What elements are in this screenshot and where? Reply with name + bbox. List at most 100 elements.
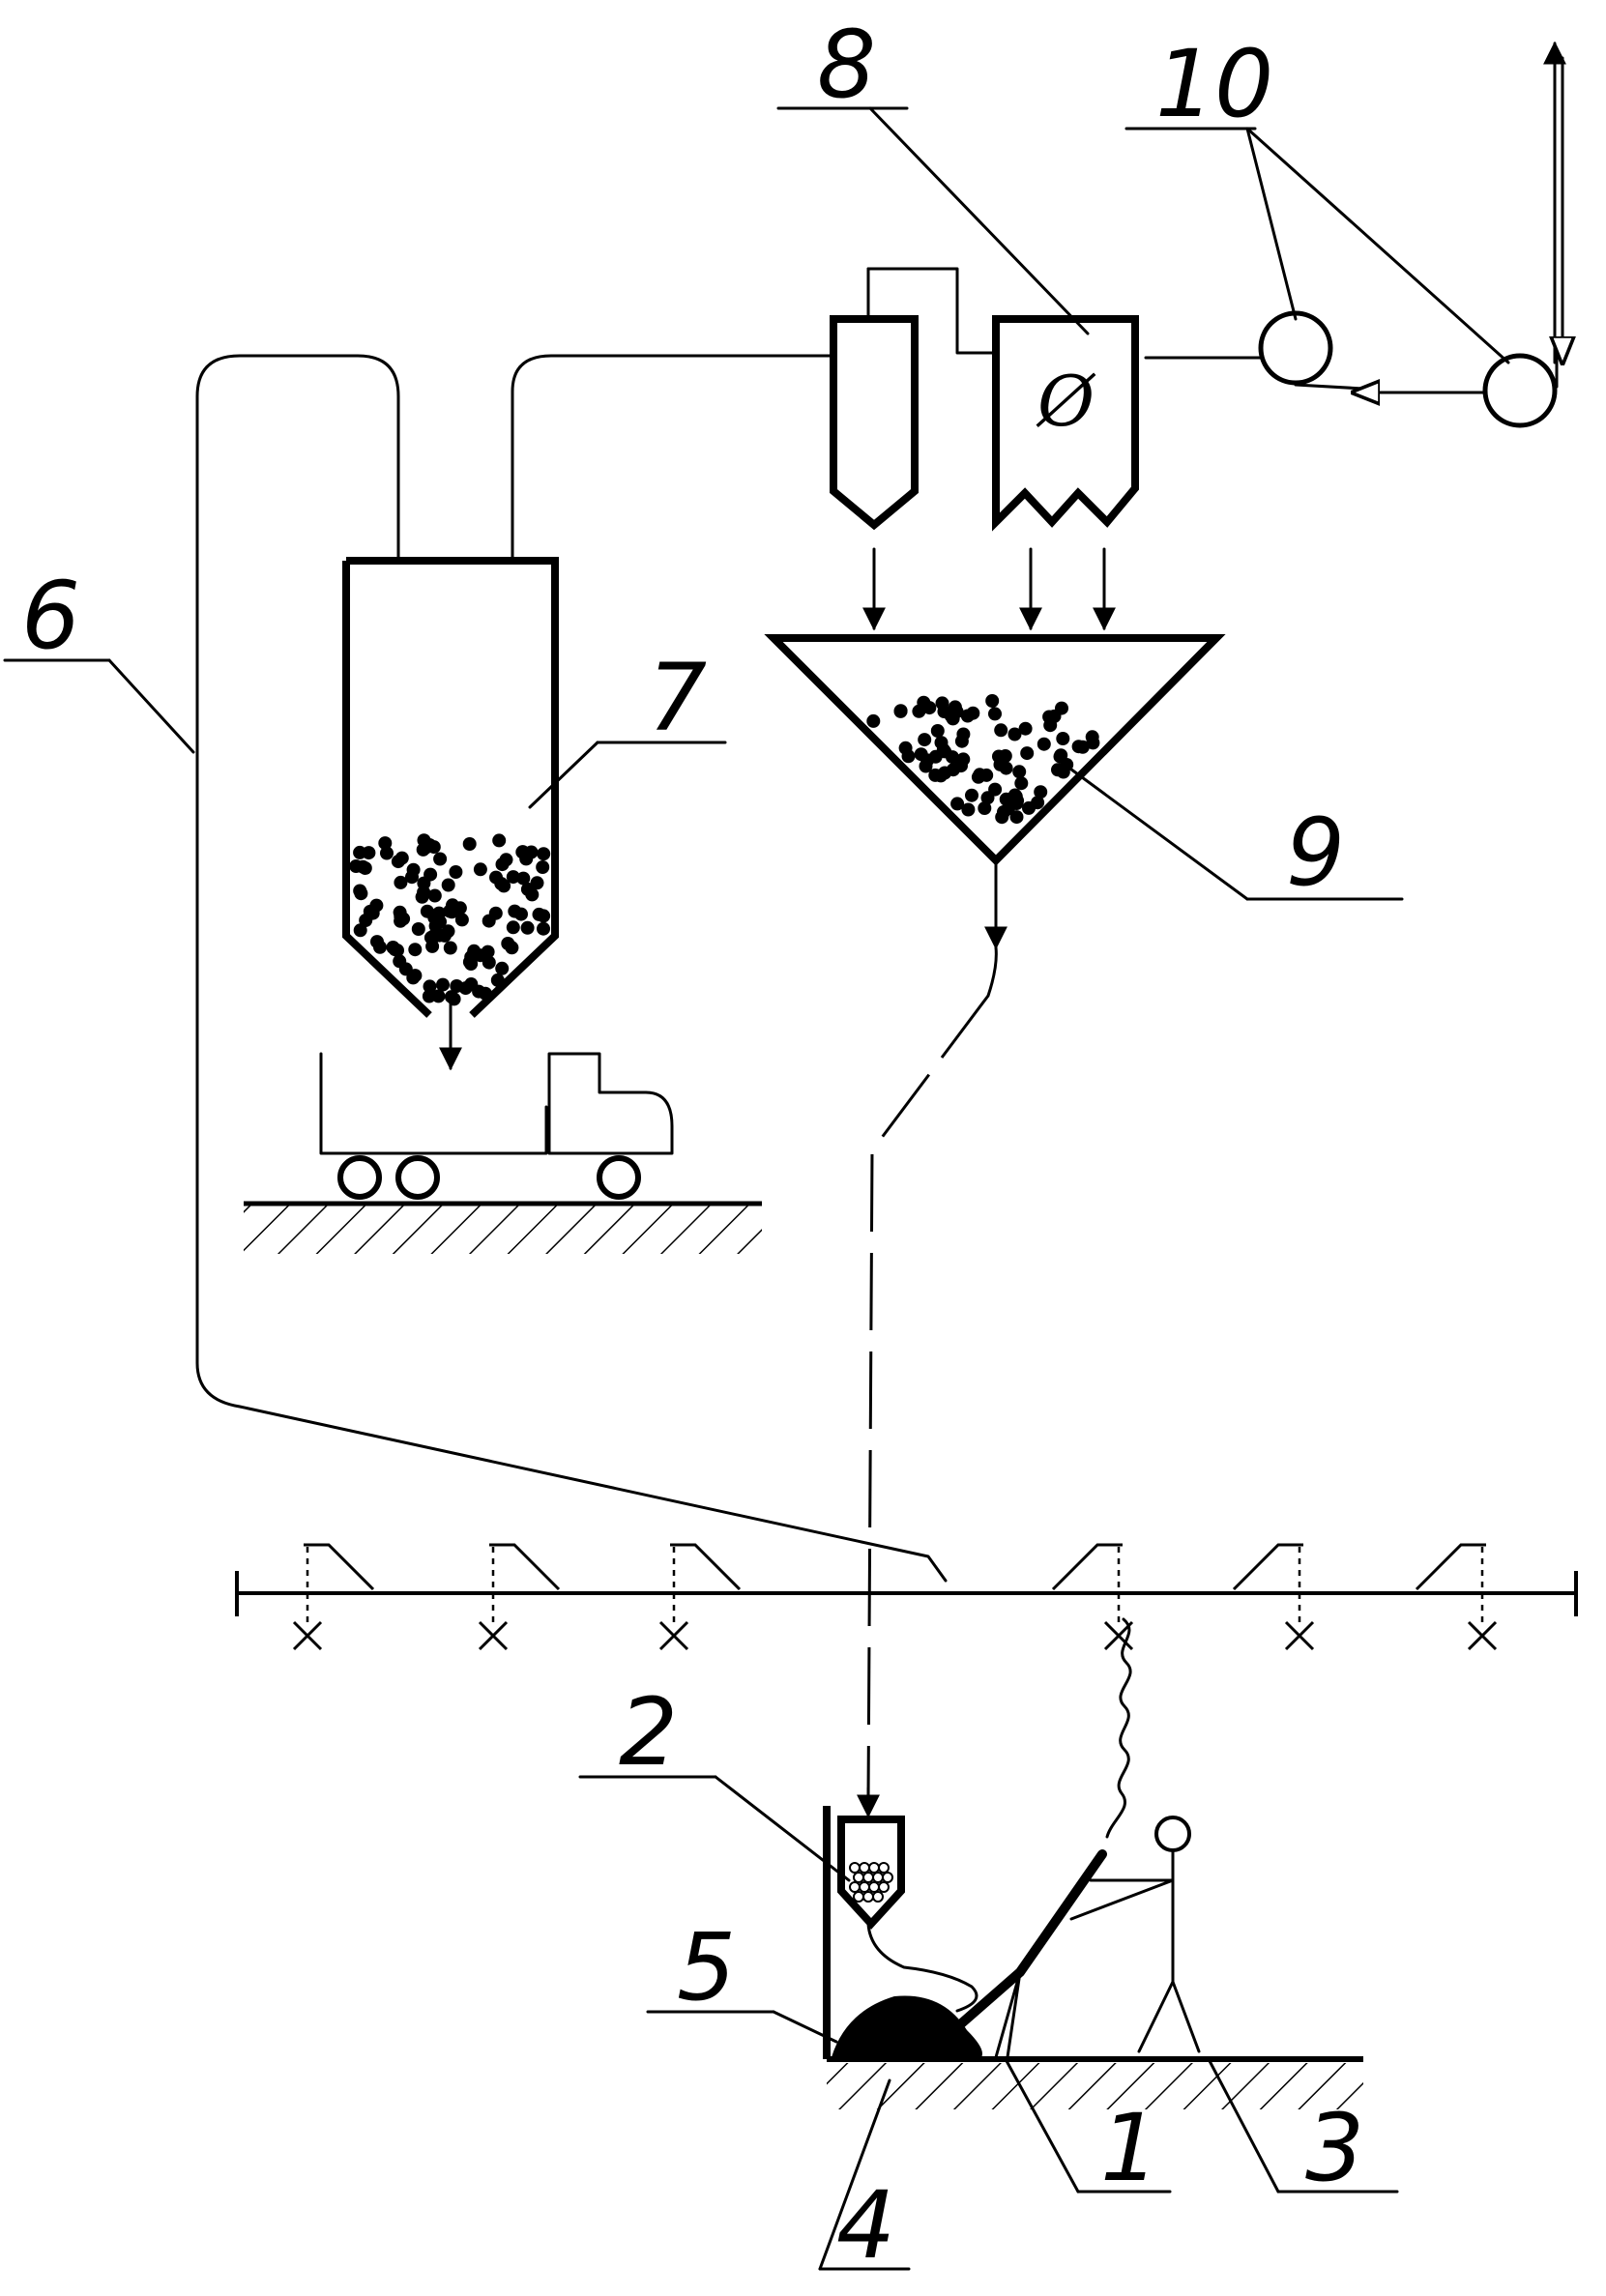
- granule: [931, 724, 945, 738]
- granule: [521, 921, 535, 935]
- label-7: 7: [648, 644, 707, 752]
- fan-10b: [1485, 354, 1557, 425]
- granule: [433, 853, 447, 866]
- granule: [407, 863, 421, 877]
- granule: [1043, 718, 1057, 732]
- post-nozzle: [304, 1545, 373, 1589]
- granule: [1012, 765, 1026, 778]
- granule: [854, 1892, 863, 1902]
- granule: [514, 908, 528, 921]
- granule: [507, 920, 520, 934]
- granule: [482, 956, 496, 970]
- granule: [408, 969, 422, 982]
- post-nozzle: [1053, 1545, 1123, 1589]
- granule: [537, 909, 550, 922]
- granule: [945, 708, 958, 721]
- granule: [519, 852, 533, 865]
- granule: [854, 1873, 863, 1882]
- granule: [918, 733, 931, 746]
- granule: [436, 978, 450, 992]
- granule: [869, 1863, 879, 1873]
- granule: [349, 859, 363, 873]
- granule: [978, 801, 991, 815]
- silo-granules: [349, 833, 550, 1005]
- granule: [850, 1882, 860, 1892]
- granule: [988, 707, 1002, 720]
- granule: [507, 870, 520, 884]
- granule: [501, 937, 514, 950]
- label-8: 8: [817, 11, 876, 119]
- supply-cable: [1107, 1619, 1130, 1837]
- granule: [1008, 789, 1022, 802]
- granule: [396, 912, 410, 925]
- granule: [894, 704, 908, 717]
- granule: [500, 853, 513, 866]
- granule: [536, 860, 549, 874]
- granule: [1056, 732, 1069, 745]
- granule: [1020, 746, 1034, 760]
- granule: [966, 707, 979, 720]
- bag-filter-8: Ø: [996, 319, 1135, 522]
- ground-under-truck: [244, 1204, 762, 1254]
- granule: [879, 1863, 889, 1873]
- granule: [492, 833, 506, 847]
- granule: [417, 877, 430, 890]
- transport-path-solid: [988, 947, 996, 996]
- post-nozzle: [670, 1545, 740, 1589]
- granule: [495, 962, 509, 975]
- label-4: 4: [836, 2171, 895, 2280]
- hopper-granules: [850, 1863, 892, 1902]
- granule: [433, 915, 447, 928]
- label-6: 6: [21, 562, 80, 670]
- granule: [380, 847, 394, 860]
- granule: [537, 847, 550, 860]
- worksite-axis: [237, 1571, 1576, 1616]
- granule: [873, 1873, 883, 1882]
- granule: [938, 744, 951, 758]
- granule: [463, 837, 477, 851]
- post-nozzle: [489, 1545, 559, 1589]
- label-3: 3: [1305, 2094, 1364, 2202]
- ground-workstation: [827, 2059, 1363, 2109]
- granule: [521, 883, 535, 896]
- granule: [994, 723, 1007, 737]
- granule: [922, 701, 936, 714]
- granule: [444, 942, 457, 955]
- granule: [938, 767, 951, 780]
- granule: [392, 855, 405, 868]
- granule: [449, 865, 462, 879]
- operator-figure: [1071, 1817, 1199, 2051]
- granule: [1008, 728, 1022, 741]
- granule: [950, 797, 964, 810]
- duct-line-6: [197, 356, 1262, 1581]
- granule: [370, 935, 384, 948]
- granule: [866, 714, 880, 728]
- transport-path-dashed: [868, 996, 988, 1798]
- leader-lines: [5, 108, 1508, 2269]
- post-nozzle: [1234, 1545, 1303, 1589]
- granule: [920, 753, 934, 767]
- granule: [362, 846, 375, 859]
- post-nozzle: [1416, 1545, 1486, 1589]
- granule: [474, 862, 487, 876]
- granule: [860, 1882, 869, 1892]
- granule: [464, 950, 478, 964]
- storage-silo-7: [346, 561, 555, 1068]
- granule: [863, 1873, 873, 1882]
- granule: [537, 922, 550, 936]
- granule: [902, 749, 916, 763]
- granule: [1031, 796, 1044, 809]
- granule: [1072, 740, 1086, 753]
- granule: [992, 750, 1006, 764]
- granule: [450, 979, 463, 993]
- granule: [412, 922, 425, 936]
- granule: [423, 979, 437, 993]
- worksite-posts: [294, 1545, 1496, 1649]
- truck: [321, 1054, 672, 1197]
- cyclone-separator: [833, 319, 915, 525]
- granule: [424, 931, 438, 945]
- granule: [489, 871, 503, 885]
- fan-10a: [1261, 313, 1363, 389]
- tool-1: [943, 1854, 1102, 2057]
